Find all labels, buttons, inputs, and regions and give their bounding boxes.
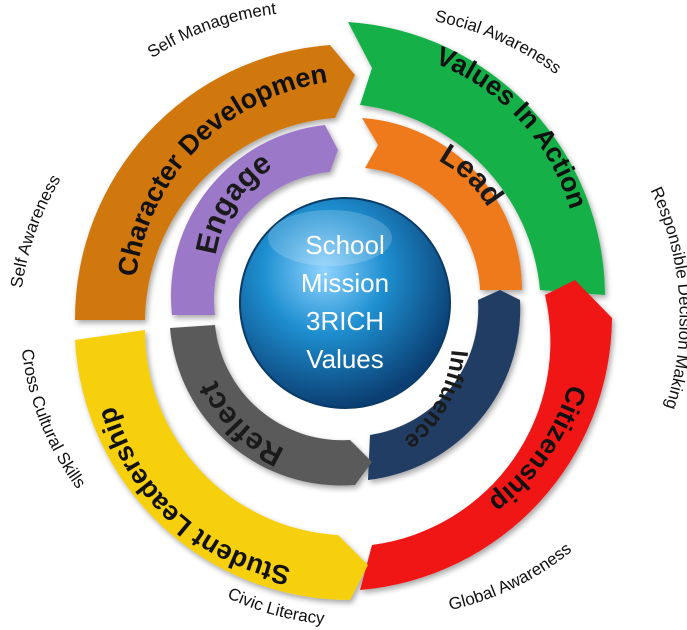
lead-arrow	[362, 118, 523, 290]
student-leadership-arrow	[75, 330, 368, 601]
center-line-3: 3RICH	[306, 306, 384, 336]
responsible-decision-making-label: Responsible Decision Making	[647, 184, 687, 412]
influence-arrow	[368, 290, 521, 480]
citizenship-arrow	[360, 280, 612, 590]
center-line-1: School	[305, 230, 385, 260]
values-in-action-arrow	[348, 22, 605, 295]
inner-ring	[170, 118, 523, 486]
center-sphere: School Mission 3RICH Values	[239, 197, 451, 409]
center-line-2: Mission	[301, 268, 389, 298]
center-line-4: Values	[306, 344, 384, 374]
character-development-arrow	[74, 45, 356, 320]
self-awareness-label: Self Awareness	[7, 171, 64, 289]
engage-arrow	[170, 125, 338, 315]
reflect-arrow	[170, 325, 372, 486]
self-management-label: Self Management	[144, 0, 277, 62]
outer-ring	[74, 22, 612, 601]
